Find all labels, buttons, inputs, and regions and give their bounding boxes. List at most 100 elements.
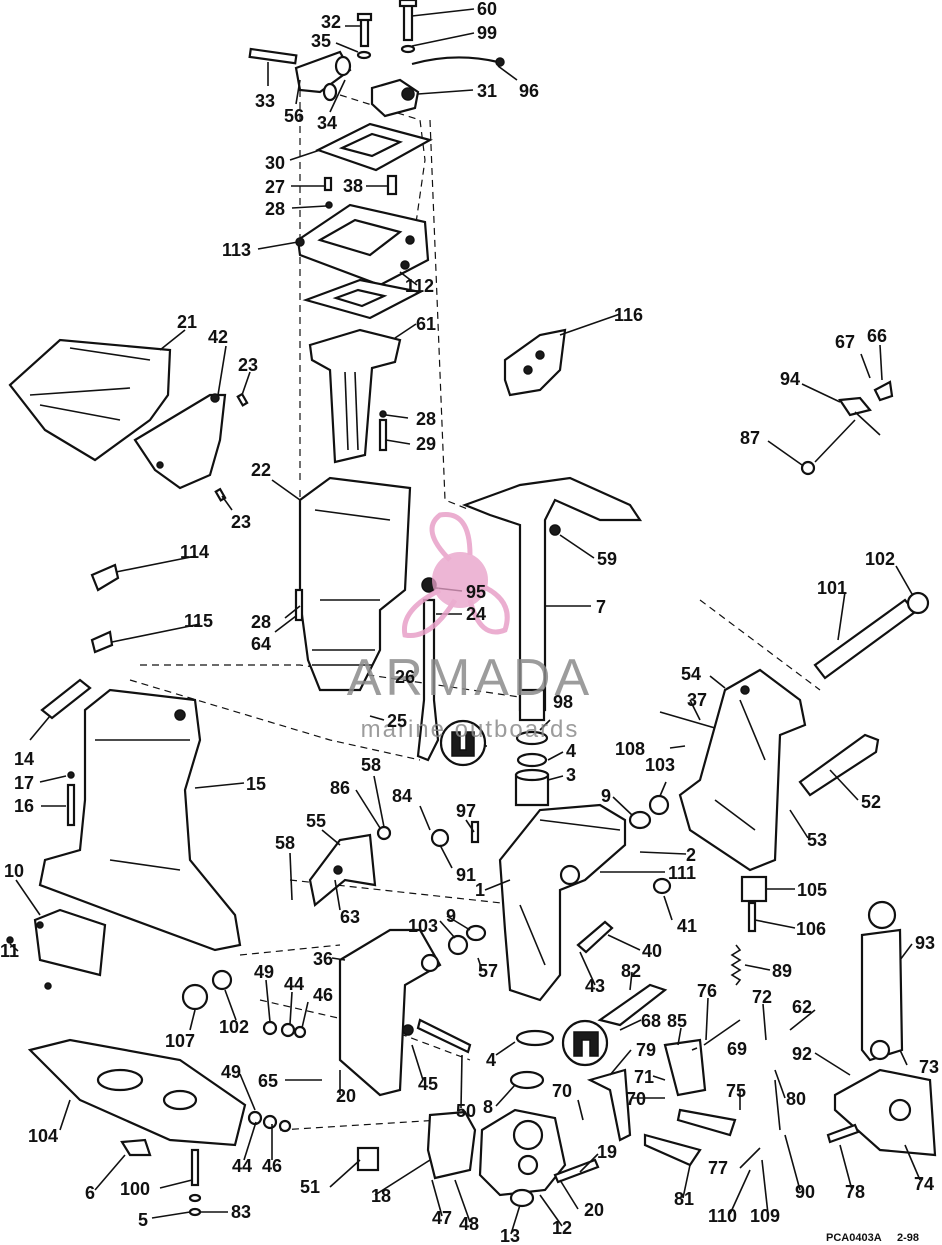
callout-label: 64: [251, 634, 271, 654]
callout-label: 55: [306, 811, 326, 831]
callout-label: 69: [727, 1039, 747, 1059]
callout-symbol-bottom: [561, 1019, 609, 1067]
callout-label: 42: [208, 327, 228, 347]
callout-label: 112: [405, 276, 434, 296]
callout-label: 86: [330, 778, 350, 798]
callout-label: 57: [478, 961, 498, 981]
cover-116: [503, 328, 567, 397]
clamp-housing-12: [478, 1108, 567, 1197]
swivel-housing-1: [498, 803, 627, 1002]
steering-arm-7: [461, 476, 643, 722]
gasket-112: [302, 278, 424, 320]
trim-bracket-74: [833, 1068, 937, 1157]
callout-label: 34: [317, 113, 337, 133]
callout-label: 29: [416, 434, 436, 454]
callout-label: 113: [222, 240, 251, 260]
callout-label: 106: [796, 919, 826, 939]
callout-label: 9: [601, 786, 611, 806]
callout-label: 103: [645, 755, 675, 775]
callout-label: 43: [585, 976, 605, 996]
callout-label: 60: [477, 0, 497, 19]
callout-label: 70: [552, 1081, 572, 1101]
callout-label: 4: [486, 1050, 496, 1070]
callout-symbol-top: [439, 719, 487, 767]
callout-label: 17: [14, 773, 34, 793]
callout-label: 5: [138, 1210, 148, 1230]
callout-label: 91: [456, 865, 476, 885]
callout-label: 46: [313, 985, 333, 1005]
callout-label: 84: [392, 786, 412, 806]
callout-label: 53: [807, 830, 827, 850]
callout-label: 96: [519, 81, 539, 101]
callout-label: 45: [418, 1074, 438, 1094]
callout-label: 111: [668, 863, 696, 883]
callout-label: 20: [584, 1200, 604, 1220]
callout-label: 95: [466, 582, 486, 602]
callout-label: 11: [0, 941, 19, 961]
bolt-33: [248, 47, 298, 65]
callout-label: 41: [677, 916, 697, 936]
callout-label: 35: [311, 31, 331, 51]
bolt-16: [66, 771, 76, 827]
callout-label: 28: [265, 199, 285, 219]
callout-label: 28: [251, 612, 271, 632]
washer-103a: [648, 794, 670, 816]
callout-label: 100: [120, 1179, 150, 1199]
callout-label: 10: [4, 861, 24, 881]
seal-14: [40, 678, 92, 720]
callout-label: 61: [416, 314, 436, 334]
callout-label: 13: [500, 1226, 520, 1245]
callout-label: 23: [231, 512, 251, 532]
trim-cylinder-93: [860, 900, 904, 1062]
callout-label: 44: [284, 974, 304, 994]
brand-logo-watermark: ARMADA marine outboards: [347, 512, 589, 743]
bolt-100: [188, 1148, 202, 1217]
callout-label: 93: [915, 933, 935, 953]
callout-label: 97: [456, 801, 476, 821]
shift-assembly-94: [800, 380, 894, 476]
callout-label: 110: [708, 1206, 737, 1226]
adapter-113: [295, 203, 430, 287]
callout-label: 65: [258, 1071, 278, 1091]
callout-label: 18: [371, 1186, 391, 1206]
callout-label: 98: [553, 692, 573, 712]
callout-label: 6: [85, 1183, 95, 1203]
links-81-77: [643, 1079, 781, 1167]
callout-label: 36: [313, 949, 333, 969]
callout-label: 87: [740, 428, 760, 448]
anode-6: [120, 1138, 152, 1157]
callout-label: 74: [914, 1174, 934, 1194]
watermark-tagline: marine outboards: [361, 716, 580, 743]
washers-49-44-46: [247, 1020, 307, 1133]
callout-label: 107: [165, 1031, 195, 1051]
callout-label: 32: [321, 12, 341, 32]
lower-housing-15: [38, 688, 242, 952]
callout-label: 92: [792, 1044, 812, 1064]
callout-label: 16: [14, 796, 34, 816]
bushings-98-4-3: [514, 730, 550, 807]
callout-label: 44: [232, 1156, 252, 1176]
callout-label: 80: [786, 1089, 806, 1109]
seal-4b: [515, 1029, 555, 1047]
callout-label: 54: [681, 664, 701, 684]
callout-label: 52: [861, 792, 881, 812]
leader-lines: [9, 8, 921, 1235]
strap-96: [411, 56, 505, 67]
callout-label: 76: [697, 981, 717, 1001]
rod-52: [798, 733, 880, 797]
callout-label: 20: [336, 1086, 356, 1106]
figure-code-id: PCA0403A: [826, 1232, 882, 1244]
figure-code-date: 2-98: [897, 1232, 919, 1244]
callout-label: 79: [636, 1040, 656, 1060]
callout-label: 47: [432, 1208, 452, 1228]
callout-label: 102: [865, 549, 895, 569]
callout-label: 104: [28, 1126, 58, 1146]
callout-label: 103: [408, 916, 438, 936]
callout-label: 1: [475, 880, 485, 900]
pins-27-38: [323, 174, 398, 209]
callout-label: 108: [615, 739, 645, 759]
pin-78: [826, 1123, 860, 1144]
cover-42: [133, 393, 227, 490]
callout-label: 38: [343, 176, 363, 196]
